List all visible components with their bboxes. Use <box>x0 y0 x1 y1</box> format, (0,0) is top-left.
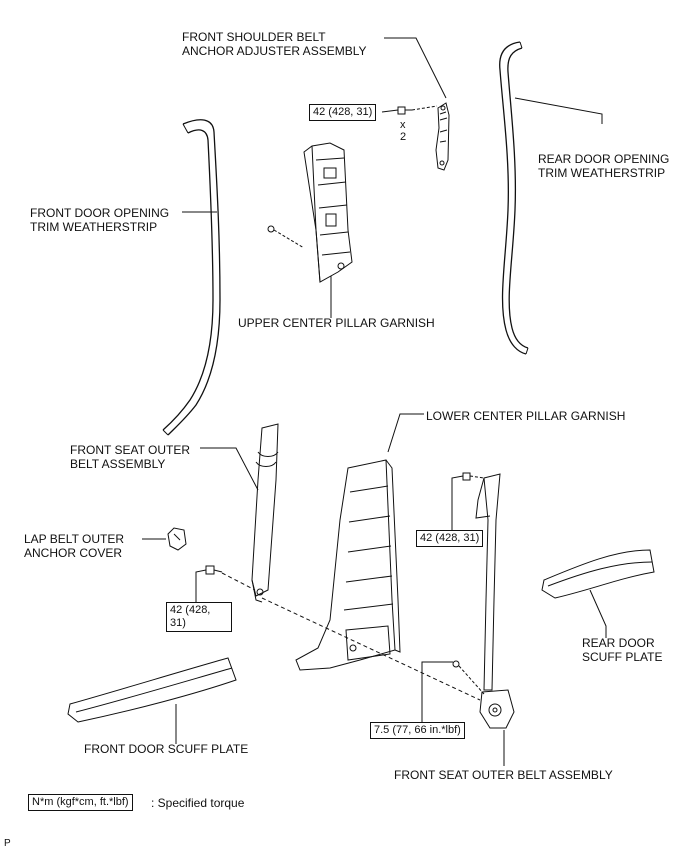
label-shoulder-adjuster: FRONT SHOULDER BELT ANCHOR ADJUSTER ASSE… <box>182 30 367 58</box>
label-anchor-cover: LAP BELT OUTER ANCHOR COVER <box>24 532 125 560</box>
bolt-quantity: x 2 <box>400 119 407 143</box>
legend-torque-box: N*m (kgf*cm, ft.*lbf) <box>28 794 133 811</box>
legend-text: : Specified torque <box>151 796 245 810</box>
label-lower-garnish: LOWER CENTER PILLAR GARNISH <box>426 409 626 423</box>
shoulder-belt-anchor-adjuster <box>435 102 450 171</box>
belt-lower-anchor-bolt <box>205 565 223 575</box>
label-front-door-trim: FRONT DOOR OPENING TRIM WEATHERSTRIP <box>30 206 170 234</box>
front-door-opening-trim-weatherstrip <box>162 119 221 436</box>
upper-garnish-clip <box>267 225 275 233</box>
front-seat-outer-belt-upper <box>251 423 279 603</box>
belt-upper-bolt-dashline <box>469 475 485 479</box>
label-belt-lower: FRONT SEAT OUTER BELT ASSEMBLY <box>394 768 613 782</box>
front-door-scuff-plate <box>67 657 237 723</box>
leader-rear-door-trim <box>514 97 603 124</box>
leader-torque-retractor <box>421 661 453 722</box>
torque-belt-upper: 42 (428, 31) <box>416 530 484 547</box>
label-rear-door-trim: REAR DOOR OPENING TRIM WEATHERSTRIP <box>538 152 670 180</box>
shoulder-anchor-bolt <box>397 106 412 115</box>
label-front-scuff: FRONT DOOR SCUFF PLATE <box>84 742 249 756</box>
leader-shoulder-adjuster <box>384 37 447 99</box>
retractor-bolt <box>452 660 460 668</box>
upper-garnish-clip-dashline <box>273 229 305 249</box>
corner-mark: P <box>4 838 11 849</box>
leader-lower-garnish <box>387 413 424 453</box>
leader-rear-scuff <box>589 589 607 638</box>
lower-center-pillar-garnish <box>295 459 401 671</box>
leader-belt-upper <box>200 447 259 491</box>
torque-shoulder-anchor: 42 (428, 31) <box>309 104 377 121</box>
label-rear-scuff: REAR DOOR SCUFF PLATE <box>582 636 663 664</box>
belt-anchor-dashline <box>221 572 481 701</box>
retractor-bolt-dashline <box>458 665 485 695</box>
belt-upper-bolt <box>462 472 471 481</box>
torque-retractor: 7.5 (77, 66 in.*lbf) <box>370 722 465 739</box>
leader-torque-belt-upper <box>451 475 464 530</box>
rear-door-scuff-plate <box>541 549 655 599</box>
shoulder-bolt-dashline <box>411 105 438 111</box>
torque-belt-anchor: 42 (428, 31) <box>166 602 232 632</box>
rear-door-opening-trim-weatherstrip <box>499 41 529 355</box>
leader-torque-shoulder <box>381 109 399 113</box>
front-seat-outer-belt-lower <box>475 473 515 729</box>
leader-torque-belt-anchor <box>195 569 207 602</box>
label-belt-upper: FRONT SEAT OUTER BELT ASSEMBLY <box>70 443 191 471</box>
label-upper-garnish: UPPER CENTER PILLAR GARNISH <box>238 316 435 330</box>
upper-center-pillar-garnish <box>303 142 353 283</box>
lap-belt-outer-anchor-cover <box>167 527 187 551</box>
